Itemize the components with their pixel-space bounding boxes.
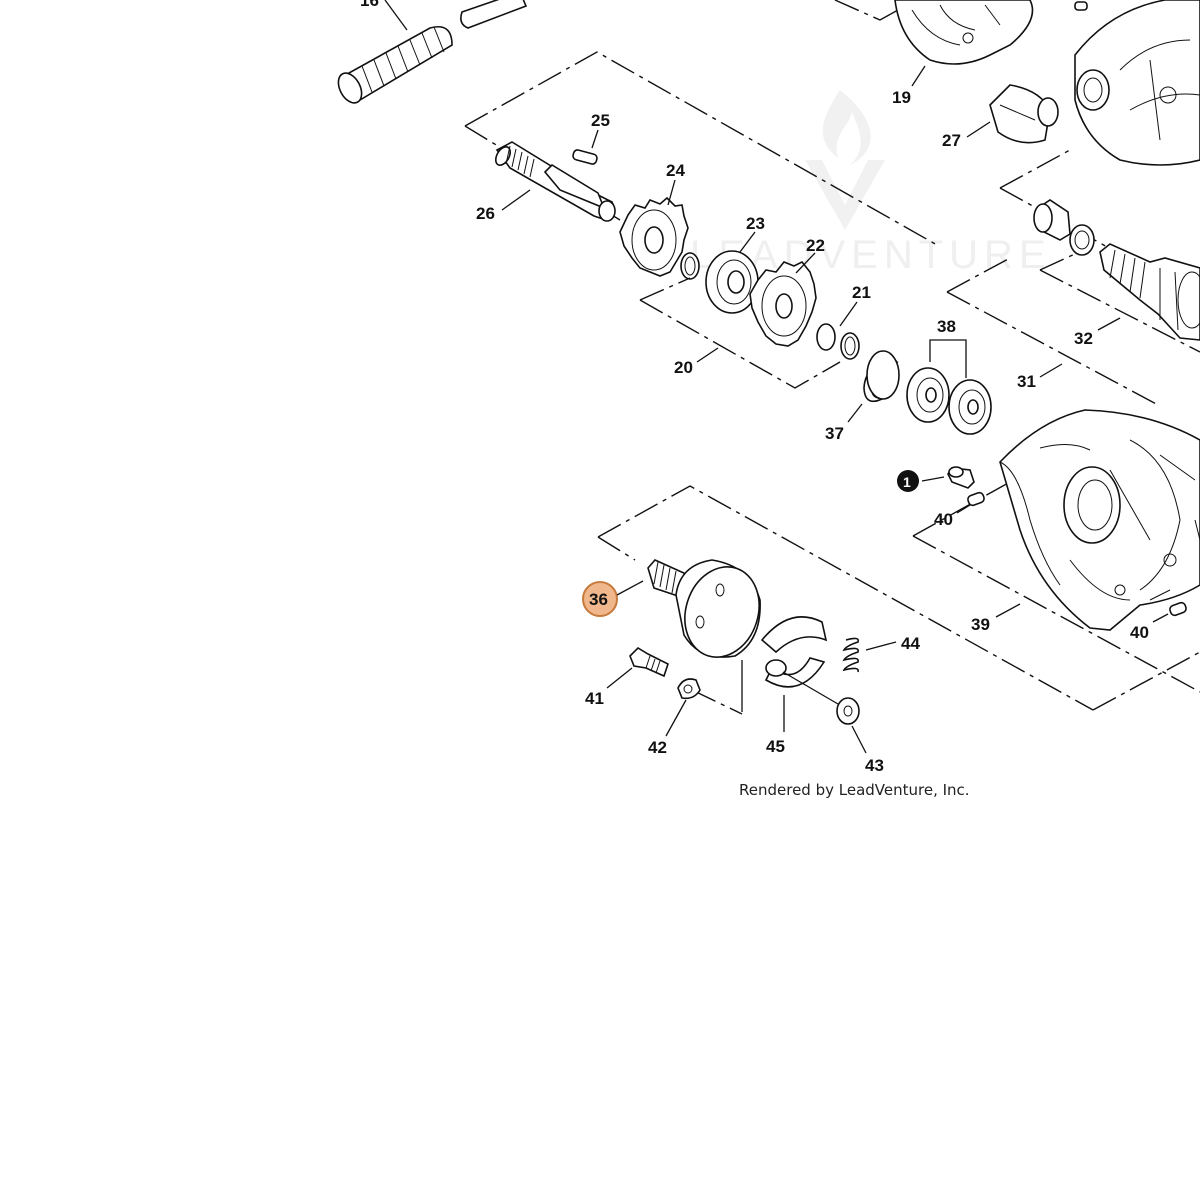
part-24-gear[interactable]: [619, 196, 689, 277]
callout-44[interactable]: 44: [901, 634, 920, 653]
part-25-key[interactable]: [572, 149, 598, 165]
callout-45[interactable]: 45: [766, 737, 785, 756]
callout-1[interactable]: 1: [903, 474, 911, 490]
callout-31[interactable]: 31: [1017, 372, 1036, 391]
part-seal-ring: [1069, 224, 1095, 256]
callout-39[interactable]: 39: [971, 615, 990, 634]
callout-32[interactable]: 32: [1074, 329, 1093, 348]
part-23-bearing[interactable]: [705, 250, 759, 314]
callout-24[interactable]: 24: [666, 161, 685, 180]
part-40-dowel-upper[interactable]: [967, 491, 985, 507]
callout-23[interactable]: 23: [746, 214, 765, 233]
part-gear-housing-upper[interactable]: [1074, 0, 1200, 166]
part-pin-small: [1074, 1, 1088, 11]
callout-37[interactable]: 37: [825, 424, 844, 443]
part-19-housing[interactable]: [894, 0, 1034, 65]
callout-16[interactable]: 16: [360, 0, 379, 10]
part-1-screw[interactable]: [947, 466, 975, 489]
callout-36-highlight[interactable]: [582, 581, 618, 617]
callout-25[interactable]: 25: [591, 111, 610, 130]
part-26-shaft[interactable]: [493, 141, 616, 222]
part-36-clutch-drum[interactable]: [647, 557, 770, 667]
part-32-gear-shaft[interactable]: [1099, 243, 1200, 341]
callout-1-marker[interactable]: [897, 470, 919, 492]
part-37-circlip[interactable]: [863, 350, 900, 403]
part-16-grip[interactable]: [334, 0, 528, 107]
part-needle-bushing: [1033, 199, 1071, 241]
callout-41[interactable]: 41: [585, 689, 604, 708]
callout-21[interactable]: 21: [852, 283, 871, 302]
callout-36[interactable]: 36: [589, 590, 608, 609]
callout-19[interactable]: 19: [892, 88, 911, 107]
part-43-washer[interactable]: [836, 697, 860, 725]
callout-27[interactable]: 27: [942, 131, 961, 150]
callout-26[interactable]: 26: [476, 204, 495, 223]
part-39-housing[interactable]: [999, 409, 1200, 631]
part-42-washer[interactable]: [677, 678, 701, 700]
part-45-clutch-shoes[interactable]: [760, 616, 828, 688]
callout-42[interactable]: 42: [648, 738, 667, 757]
part-44-spring[interactable]: [842, 637, 860, 673]
callout-22[interactable]: 22: [806, 236, 825, 255]
callout-43[interactable]: 43: [865, 756, 884, 775]
part-40-dowel-lower[interactable]: [1169, 601, 1187, 617]
part-21-ring[interactable]: [816, 323, 860, 360]
callout-20[interactable]: 20: [674, 358, 693, 377]
part-27-bushing[interactable]: [989, 84, 1059, 144]
part-41-bolt[interactable]: [629, 646, 669, 678]
part-38-bearing-pair[interactable]: [906, 367, 992, 435]
part-22-gear[interactable]: [749, 260, 817, 347]
callout-40-lower[interactable]: 40: [1130, 623, 1149, 642]
render-credit: Rendered by LeadVenture, Inc.: [739, 781, 970, 799]
callout-40-upper[interactable]: 40: [934, 510, 953, 529]
part-snap-ring-a: [680, 252, 700, 280]
callout-38[interactable]: 38: [937, 317, 956, 336]
